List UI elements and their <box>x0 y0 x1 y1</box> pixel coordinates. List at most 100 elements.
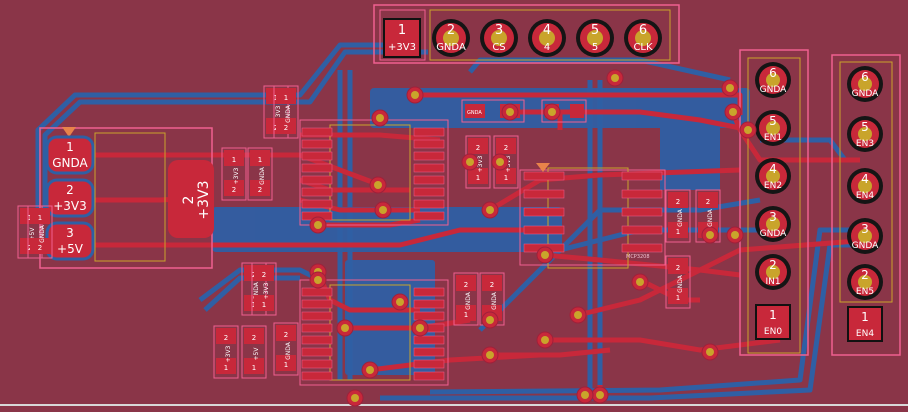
via <box>461 153 479 171</box>
pin-number: 3 <box>495 23 503 38</box>
cap-net-label: GNDA <box>491 291 498 310</box>
capacitor: 21+3V3 <box>465 135 491 189</box>
pin-number: 3 <box>861 222 869 236</box>
cap-pad-a: 1 <box>284 94 288 102</box>
cap-net-label: +3V3 <box>233 167 240 184</box>
pin-net-label: GNDA <box>52 156 88 170</box>
cap-net-label: +3V3 <box>275 105 282 122</box>
pin-net-label: GNDA <box>852 241 879 251</box>
cap-net-label: GNDA <box>465 291 472 310</box>
ic-u2 <box>299 279 449 386</box>
cap-net-label: GNDA <box>677 274 684 293</box>
cap-pad-a: 2 <box>464 281 468 289</box>
capacitor: 1 2 +3V3 <box>221 147 247 201</box>
top-header-pin: 3CS <box>480 19 518 57</box>
via <box>501 103 519 121</box>
cap-pad-b: 1 <box>284 361 288 369</box>
cap-pad-b: 1 <box>262 301 266 309</box>
cap-pad-b: 1 <box>224 364 228 372</box>
jack-big-pad: 2+3V3 <box>168 160 214 238</box>
pin-net-label: EN2 <box>764 181 782 191</box>
top-header-pin: 1+3V3 <box>383 18 421 58</box>
cap-pad-a: 1 <box>258 156 262 164</box>
pin-net-label: EN3 <box>856 139 874 149</box>
cap-pad-b: 1 <box>676 228 680 236</box>
pin-number: 2 <box>447 23 455 38</box>
via <box>481 346 499 364</box>
via <box>721 79 739 97</box>
via <box>701 226 719 244</box>
pin-net-label: CLK <box>633 42 653 53</box>
pin-number: 4 <box>543 23 551 38</box>
via <box>346 389 364 407</box>
cap-net-label: GNDA <box>677 208 684 227</box>
pin-net-label: GNDA <box>760 85 787 95</box>
top-header-connector <box>373 4 680 64</box>
cap-net-label: GNDA <box>253 281 260 300</box>
capacitor: 2 1 +3V3 <box>213 325 239 379</box>
pin-number: 1 <box>769 308 777 322</box>
cap-net-label: GNDA <box>259 166 266 185</box>
jack-pin: 2+3V3 <box>45 178 95 218</box>
vias <box>309 69 757 407</box>
pin-net-label: +3V3 <box>388 42 416 53</box>
cap-pad-a: 2 <box>490 281 494 289</box>
pin-number: 2 <box>861 268 869 282</box>
pin-net-label: +3V3 <box>196 180 212 219</box>
via <box>374 201 392 219</box>
pin-number: 4 <box>861 172 869 186</box>
via <box>576 386 594 404</box>
cap-net-label: +3V3 <box>477 155 484 172</box>
pin-net-label: EN4 <box>856 191 874 201</box>
via <box>406 86 424 104</box>
cap-pad-b: 2 <box>258 186 262 194</box>
cap-net-label: +3V3 <box>225 345 232 362</box>
capacitor: 21+3V3 <box>251 262 277 316</box>
cap-pad-b: 2 <box>38 244 42 252</box>
via <box>361 361 379 379</box>
via <box>701 343 719 361</box>
cap-pad-a: 2 <box>284 331 288 339</box>
cap-pad-b: 2 <box>232 186 236 194</box>
pin-number: 2 <box>181 196 197 205</box>
cap-pad-a: 1 <box>232 156 236 164</box>
via <box>543 103 561 121</box>
pin-net-label: GNDA <box>760 229 787 239</box>
cap-pad-b: 1 <box>252 364 256 372</box>
pin-number: 6 <box>639 23 647 38</box>
jack-pin: 3+5V <box>45 221 95 261</box>
via <box>309 216 327 234</box>
cap-pad-a: 1 <box>38 214 42 222</box>
cap-pad-b: 1 <box>476 174 480 182</box>
via <box>569 306 587 324</box>
via <box>591 386 609 404</box>
cap-pad-b: 1 <box>504 174 508 182</box>
right-header-b-outline <box>831 54 901 356</box>
pin-number: 5 <box>769 114 777 128</box>
pin-number: 1 <box>66 140 74 154</box>
cap-pad-a: 2 <box>252 334 256 342</box>
cap-pad-a: 2 <box>224 334 228 342</box>
via <box>739 121 757 139</box>
